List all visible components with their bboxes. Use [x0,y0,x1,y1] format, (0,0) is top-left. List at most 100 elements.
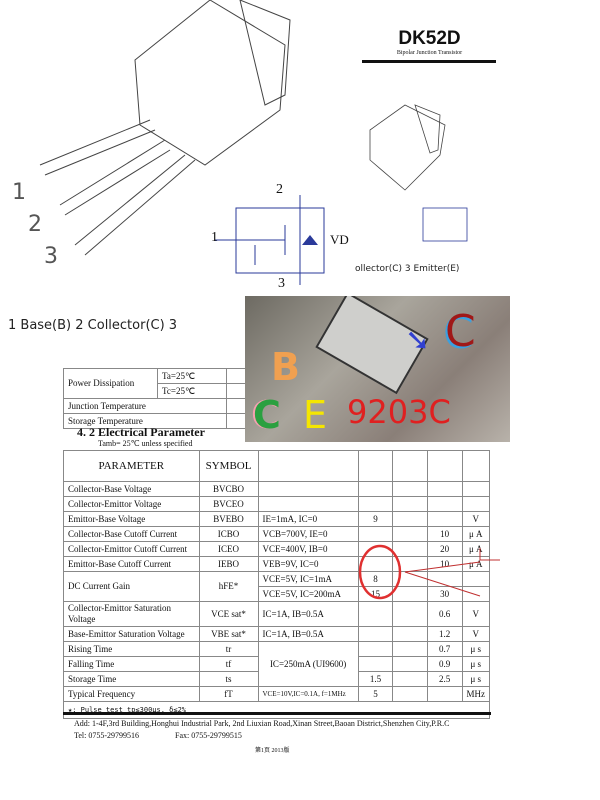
cell: 2.5 [426,671,463,687]
cell: Base-Emittor Saturation Voltage [63,626,200,642]
pin-2-label: 2 [28,212,42,237]
cell: IC=250mA (UI9600) [257,641,359,687]
cell [357,656,394,672]
cell [426,686,463,702]
red-circle [358,544,402,600]
footer-rule [63,712,491,715]
cell: DC Current Gain [63,571,200,602]
label-collector-right: C [445,306,476,357]
part-number: DK52D [398,28,461,49]
cell: IEBO [198,556,259,572]
cell: Collector-Emittor Voltage [63,496,200,512]
cell: BVEBO [198,511,259,527]
pin-1-label: 1 [12,180,26,205]
header: DK52D Bipolar Junction Transistor [362,28,497,56]
cell: V [461,511,490,527]
cell: hFE* [198,571,259,602]
pin-3-label: 3 [44,244,58,269]
cell: Falling Time [63,656,200,672]
cell: VBE sat* [198,626,259,642]
cell [357,496,394,512]
footer-fax: Fax: 0755-29799515 [175,731,242,740]
part-subtitle: Bipolar Junction Transistor [396,50,463,56]
cell: Storage Time [63,671,200,687]
section-note: Tamb= 25℃ unless specified [98,439,193,448]
cell [461,496,490,512]
cell [461,481,490,497]
cell: Collector-Emittor Saturation Voltage [63,601,200,627]
cell [392,496,428,512]
cell: fT [198,686,259,702]
annotation-marks [358,544,500,600]
cell [392,641,428,657]
cell: BVCEO [198,496,259,512]
cell: IC=1A, IB=0.5A [257,626,359,642]
cell: 0.6 [426,601,463,627]
cell [392,686,428,702]
cell: 9 [357,511,394,527]
cell: VCE=10V,IC=0.1A, f=1MHz [257,686,359,702]
diode-icon [302,235,318,245]
cell: IE=1mA, IC=0 [257,511,359,527]
footer-address: Add: 1-4F,3rd Building,Honghui Industria… [74,719,450,728]
schematic-pin-3: 3 [278,276,285,291]
cell: 0.7 [426,641,463,657]
component-photo: B C E 9203C C ➘ [245,296,510,442]
cell: VCE sat* [198,601,259,627]
label-part-code: 9203C [347,393,451,431]
header-symbol: SYMBOL [198,450,259,482]
cell [392,671,428,687]
abs-param: Junction Temperature [63,398,227,414]
cell [357,481,394,497]
abs-cond: Tc=25℃ [157,383,227,399]
cell [426,511,463,527]
cell: Collector-Emittor Cutoff Current [63,541,200,557]
cell [392,511,428,527]
cell: Emittor-Base Voltage [63,511,200,527]
cell [392,481,428,497]
cell: MHz [461,686,490,702]
cell: ICEO [198,541,259,557]
footer-tel: Tel: 0755-29799516 [74,731,139,740]
schematic-pin-2: 2 [276,182,283,197]
section-title: 4. 2 Electrical Parameter [77,425,205,439]
abs-param: Power Dissipation [63,368,158,399]
label-base: B [271,345,300,389]
cell [392,626,428,642]
cell: ts [198,671,259,687]
cell: 5 [357,686,394,702]
cell: Collector-Base Cutoff Current [63,526,200,542]
red-arrow [404,561,481,597]
cell [257,496,359,512]
cell: 1.5 [357,671,394,687]
cell: Rising Time [63,641,200,657]
label-collector-left: C [253,393,281,437]
cell: 0.9 [426,656,463,672]
cell: BVCBO [198,481,259,497]
small-package-drawing [369,104,468,242]
cell: Typical Frequency [63,686,200,702]
header-rule [362,60,496,63]
cell: Collector-Base Voltage [63,481,200,497]
cell [257,481,359,497]
package-drawing [39,0,325,285]
cell [357,641,394,657]
cell: Emittor-Base Cutoff Current [63,556,200,572]
cell: IC=1A, IB=0.5A [257,601,359,627]
header-parameter: PARAMETER [63,450,200,482]
cell: tf [198,656,259,672]
cell [426,496,463,512]
pin-description-right: ollector(C) 3 Emitter(E) [355,264,460,274]
cell [392,601,428,627]
label-emitter: E [303,393,328,437]
footer-page: 第1页 2013版 [255,748,290,754]
